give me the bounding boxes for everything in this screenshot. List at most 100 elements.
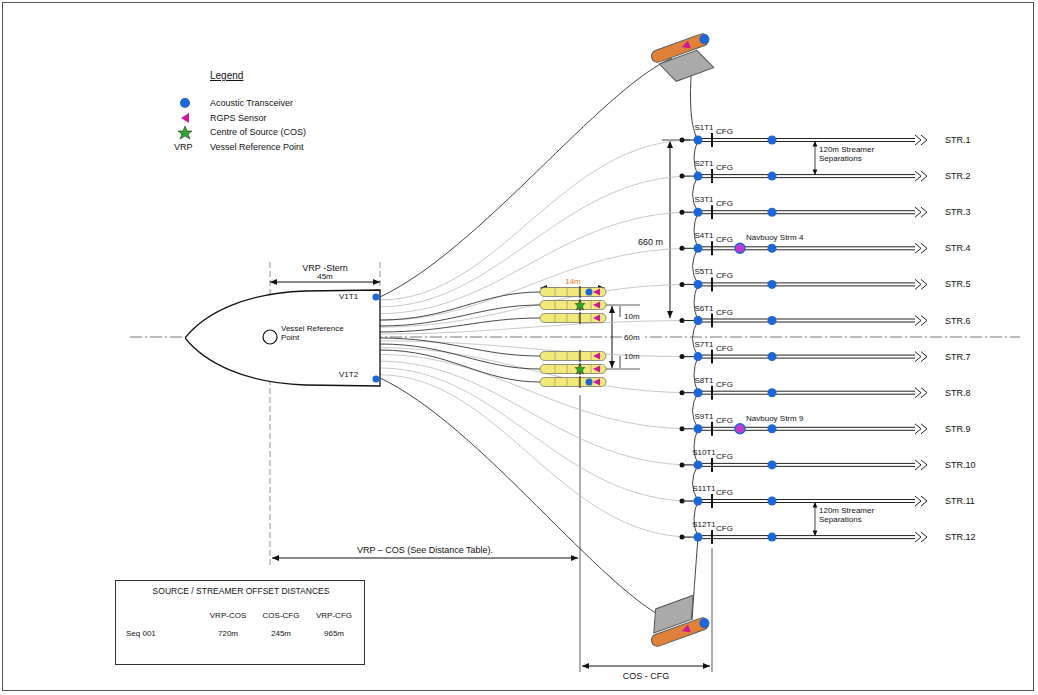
drawing-stroke	[380, 176, 692, 307]
table-cell: 720m	[218, 629, 238, 638]
drawing-stroke	[698, 138, 915, 139]
drawing-stroke	[555, 378, 556, 387]
drawing-stroke	[711, 241, 713, 255]
drawing-stroke	[540, 378, 606, 387]
drawing-stroke	[380, 354, 692, 428]
transceiver-label: S7T1	[694, 340, 713, 349]
drawing-stroke	[735, 424, 745, 434]
drawing-stroke	[694, 136, 703, 145]
drawing-stroke	[567, 301, 568, 310]
drawing-stroke	[711, 350, 713, 364]
transceiver-dot	[373, 376, 380, 383]
drawing-stroke	[915, 460, 927, 470]
streamer-label: STR.7	[945, 352, 971, 362]
cfg-label: CFG	[716, 235, 733, 244]
drawing-stroke	[915, 279, 927, 289]
legend-text: Acoustic Transceiver	[210, 98, 293, 108]
vessel-text: V1T1	[339, 292, 358, 301]
table-cell: 965m	[324, 629, 344, 638]
drawing-stroke	[694, 244, 703, 253]
drawing-stroke	[711, 386, 713, 400]
drawing-stroke	[579, 352, 580, 361]
dimension-label: VRP – COS (See Distance Table).	[355, 545, 495, 555]
drawing-stroke	[768, 208, 777, 217]
drawing-stroke	[698, 502, 915, 503]
drawing-stroke	[768, 316, 777, 325]
drawing-stroke	[567, 352, 568, 361]
drawing-stroke	[711, 205, 713, 219]
streamer-label: STR.5	[945, 279, 971, 289]
drawing-stroke	[567, 288, 568, 297]
drawing-stroke	[694, 316, 703, 325]
drawing-stroke	[579, 378, 580, 387]
drawing-stroke	[915, 496, 927, 506]
transceiver-label: S3T1	[694, 195, 713, 204]
vessel-text: V1T2	[339, 370, 358, 379]
drawing-stroke	[555, 314, 556, 323]
vrp-marker	[263, 330, 277, 344]
streamer-label: STR.10	[945, 460, 976, 470]
buoy-label: Navbuoy Strm 4	[746, 233, 803, 242]
drawing-stroke	[540, 352, 606, 361]
drawing-stroke	[711, 169, 713, 183]
drawing-stroke	[555, 301, 556, 310]
drawing-stroke	[540, 314, 606, 323]
drawing-stroke	[698, 538, 915, 539]
drawing-stroke	[711, 314, 713, 328]
drawing-stroke	[694, 533, 703, 542]
drawing-stroke	[567, 314, 568, 323]
transceiver-label: S6T1	[694, 304, 713, 313]
dimension-label: 660 m	[638, 237, 663, 247]
drawing-stroke	[586, 289, 593, 296]
drawing-stroke	[698, 213, 915, 214]
drawing-stroke	[711, 133, 713, 147]
drawing-stroke	[768, 280, 777, 289]
drawing-stroke	[380, 375, 692, 537]
drawing-stroke	[380, 350, 540, 382]
drawing-stroke	[698, 463, 915, 464]
drawing-stroke	[593, 302, 600, 309]
drawing-stroke	[698, 535, 915, 536]
drawing-stroke	[694, 388, 703, 397]
drawing-stroke	[694, 280, 703, 289]
vessel-hull: Vessel Reference PointV1T1V1T2	[185, 288, 381, 388]
drawing-stroke	[591, 314, 592, 323]
drawing-stroke	[915, 207, 927, 217]
drawing-stroke	[915, 352, 927, 362]
drawing-stroke	[380, 344, 540, 369]
drawing-stroke	[698, 249, 915, 250]
drawing-stroke	[593, 379, 600, 386]
streamer-label: STR.8	[945, 388, 971, 398]
drawing-stroke	[540, 288, 606, 297]
drawing-stroke	[698, 174, 915, 175]
drawing-stroke	[768, 136, 777, 145]
dimension-label: 120m Streamer Separations	[819, 145, 881, 163]
drawing-stroke	[698, 246, 915, 247]
drawing-stroke	[555, 288, 556, 297]
transceiver-label: S9T1	[694, 412, 713, 421]
drawing-stroke	[698, 391, 915, 392]
drawing-stroke	[580, 350, 581, 362]
legend-title: Legend	[210, 70, 243, 82]
drawing-stroke	[915, 135, 927, 145]
cfg-label: CFG	[716, 271, 733, 280]
drawing-stroke	[591, 352, 592, 361]
cfg-label: CFG	[716, 199, 733, 208]
drawing-stroke	[698, 319, 915, 320]
dimension-label: 120m Streamer Separations	[819, 506, 881, 524]
drawing-stroke	[694, 424, 703, 433]
table-cell: VRP-COS	[210, 611, 246, 620]
cfg-label: CFG	[716, 127, 733, 136]
drawing-stroke	[698, 285, 915, 286]
table-cell: 245m	[271, 629, 291, 638]
legend-text: Centre of Source (COS)	[210, 127, 306, 137]
transceiver-label: S1T1	[694, 123, 713, 132]
drawing-stroke	[380, 58, 672, 297]
table-cell: COS-CFG	[263, 611, 300, 620]
dimension-label: 10m	[624, 352, 640, 361]
drawing-stroke	[380, 140, 692, 300]
drawing-stroke	[694, 172, 703, 181]
drawing-stroke	[580, 286, 581, 298]
drawing-stroke	[380, 212, 692, 313]
drawing-stroke	[768, 424, 777, 433]
